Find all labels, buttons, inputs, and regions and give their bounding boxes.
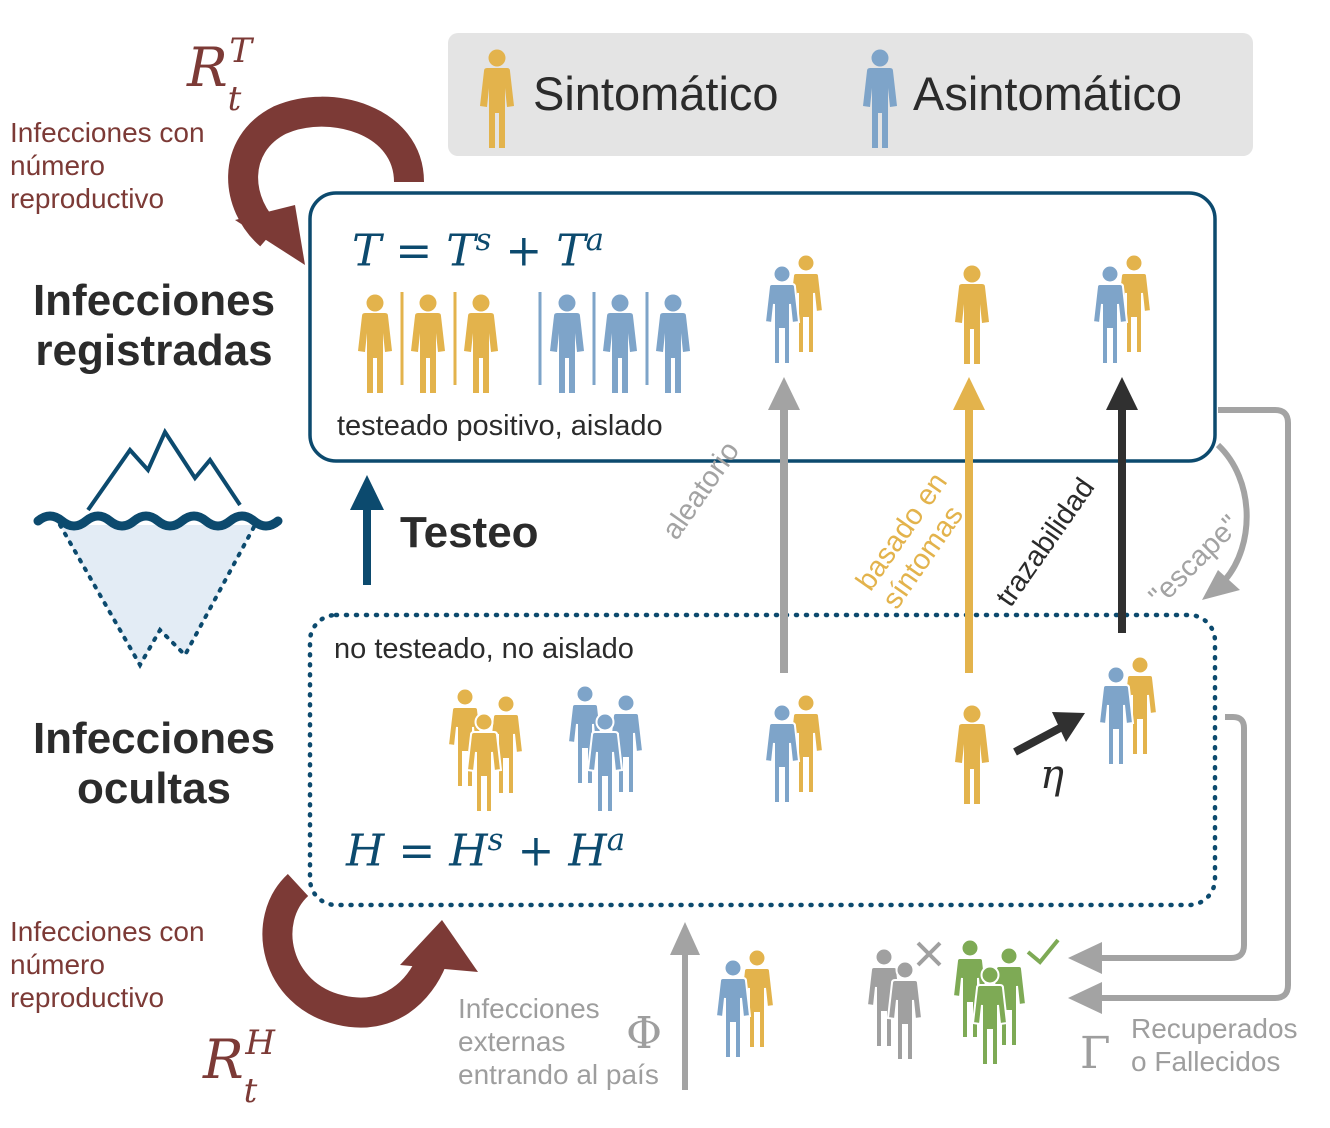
bottom-reproduction-arrow	[262, 873, 478, 1028]
legend-box	[448, 33, 1253, 156]
external-line-2: externas	[458, 1026, 566, 1057]
cross-icon	[916, 941, 942, 967]
registered-box	[308, 191, 1217, 463]
symptom-testing-arrow	[953, 377, 985, 673]
bottom-caption-line-1: Infecciones con	[10, 916, 205, 947]
registered-pair-random	[764, 253, 824, 365]
hidden-equation: H = Hs + Ha	[346, 822, 626, 877]
tracing-arrow	[1106, 377, 1138, 633]
registered-single-symptomatic	[955, 265, 989, 364]
eta-arrow	[1013, 712, 1085, 756]
bottom-reproduction-symbol: RtH	[203, 1023, 275, 1111]
registered-status: testeado positivo, aislado	[337, 410, 663, 442]
removed-line-2: o Fallecidos	[1131, 1046, 1281, 1077]
top-caption-line-1: Infecciones con	[10, 117, 205, 148]
iceberg-icon	[33, 427, 283, 670]
external-pair	[715, 948, 775, 1059]
legend-asymptomatic-label: Asintomático	[913, 67, 1183, 120]
hidden-title: Infecciones ocultas	[32, 714, 276, 813]
hidden-box	[307, 612, 1218, 908]
bottom-caption-line-3: reproductivo	[10, 982, 165, 1013]
external-line-3: entrando al país	[458, 1059, 659, 1090]
recovered-group	[952, 938, 1060, 1066]
deceased-group	[866, 941, 942, 1061]
top-reproduction-symbol: RtT	[187, 31, 253, 119]
escape-arrow	[1202, 442, 1250, 600]
hidden-single-symptomatic	[955, 705, 989, 804]
top-reproduction-arrow	[228, 96, 424, 265]
external-line-1: Infecciones	[458, 993, 600, 1024]
registered-symptomatic-group	[358, 292, 498, 393]
external-symbol: Φ	[626, 1008, 663, 1059]
hidden-status: no testeado, no aislado	[334, 633, 634, 665]
registered-asymptomatic-group	[538, 292, 690, 393]
testing-label: Testeo	[400, 508, 539, 557]
top-caption-line-3: reproductivo	[10, 183, 165, 214]
bottom-caption-line-2: número	[10, 949, 105, 980]
hidden-pair-tracing	[1098, 655, 1158, 766]
check-icon	[1026, 938, 1060, 965]
eta-symbol: η	[1040, 752, 1064, 798]
random-testing-arrow	[768, 377, 800, 673]
removed-line-1: Recuperados	[1131, 1013, 1298, 1044]
registered-pair-tracing	[1092, 253, 1152, 365]
removal-arrows	[1068, 407, 1291, 1014]
registered-equation: T = Ts + Ta	[352, 222, 605, 277]
hidden-symptomatic-crowd	[447, 687, 524, 813]
top-caption-line-2: número	[10, 150, 105, 181]
hidden-asymptomatic-crowd	[567, 684, 644, 813]
hidden-pair-random	[764, 693, 824, 804]
removed-symbol: Γ	[1080, 1028, 1111, 1079]
legend-symptomatic-label: Sintomático	[533, 67, 779, 120]
testing-arrow	[350, 475, 384, 585]
external-arrow	[670, 922, 700, 1090]
registered-title: Infecciones registradas	[32, 276, 276, 375]
